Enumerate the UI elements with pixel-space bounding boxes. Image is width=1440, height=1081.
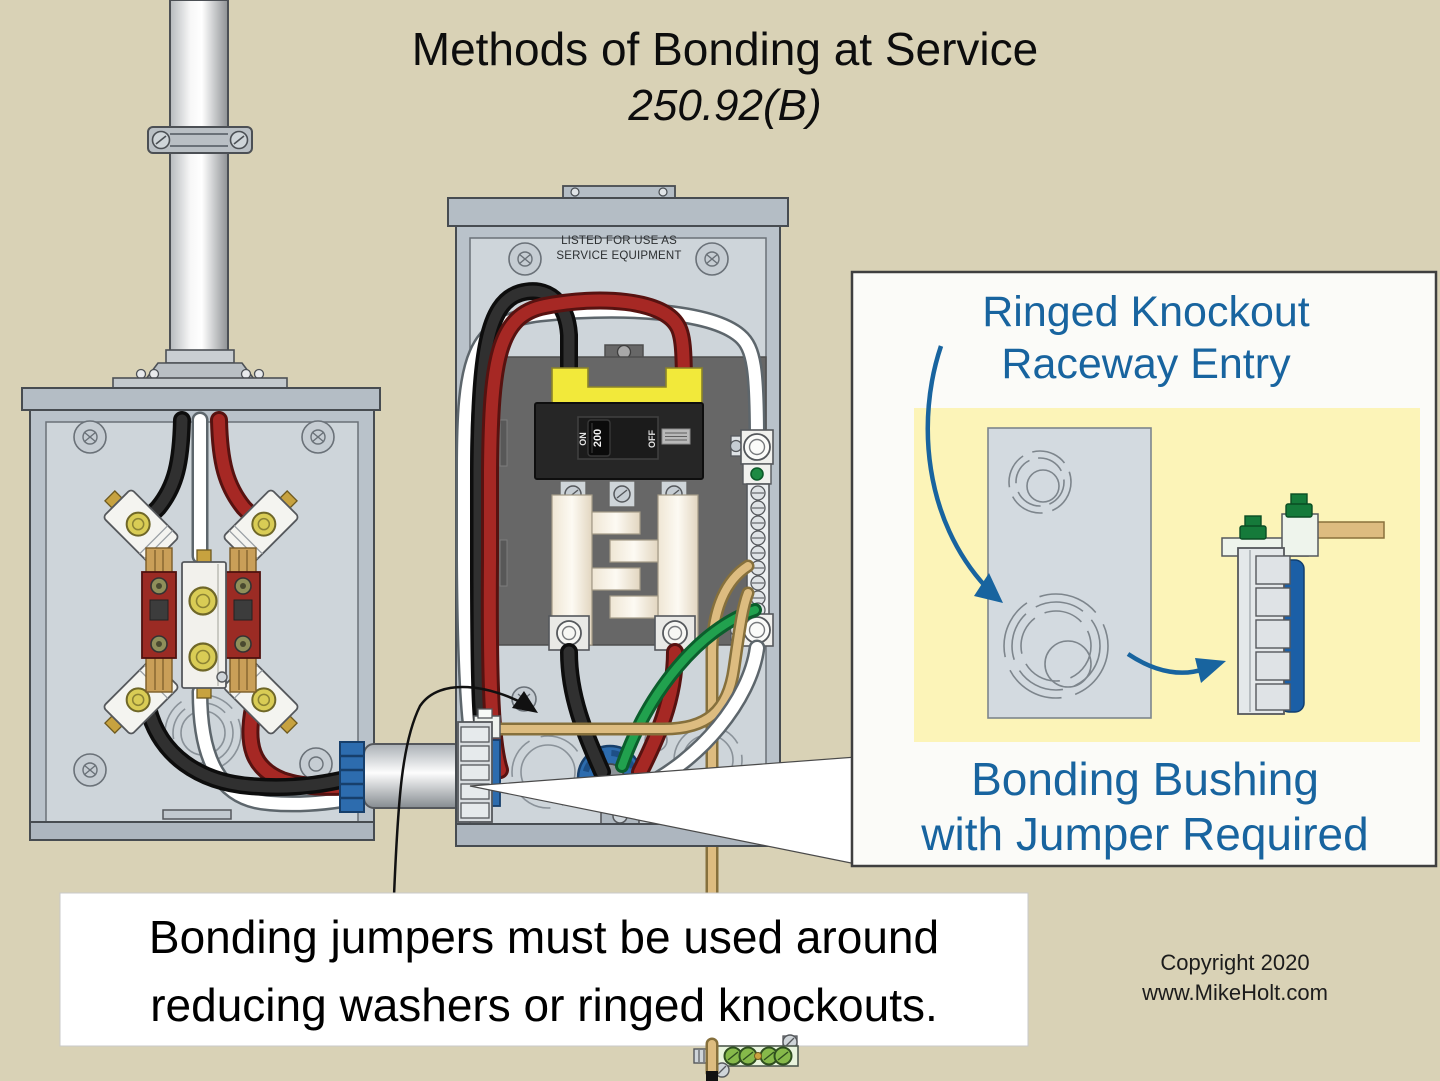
meter-neutral-block bbox=[181, 549, 228, 699]
meter-top-rim bbox=[21, 387, 381, 411]
breaker-handle bbox=[587, 419, 611, 457]
meter-corner-screws bbox=[73, 420, 335, 787]
inset-small-knockout bbox=[1008, 450, 1072, 514]
breaker-on-label: ON bbox=[578, 432, 588, 446]
panel-top-screws bbox=[508, 242, 729, 276]
panel-cap bbox=[447, 197, 789, 227]
breaker-rating-label: 200 bbox=[592, 428, 604, 448]
main-bonding-screw-green bbox=[750, 467, 764, 481]
gec-wire-tip bbox=[706, 1071, 718, 1081]
inset-detail-box bbox=[850, 270, 1438, 868]
inset-caption-line1: Bonding Bushing bbox=[971, 753, 1319, 805]
mast-conduit bbox=[169, 0, 229, 357]
conduit-nipple bbox=[339, 741, 465, 813]
panel-listed-label-line2: SERVICE EQUIPMENT bbox=[556, 249, 682, 262]
diagram-title: Methods of Bonding at Service bbox=[411, 23, 1039, 75]
inset-arrow-to-knockout bbox=[925, 345, 1003, 603]
inset-caption-line2: with Jumper Required bbox=[921, 808, 1369, 860]
copyright-line1: Copyright 2020 bbox=[1160, 950, 1310, 975]
blue-locknut bbox=[339, 741, 365, 813]
meter-red-block-right bbox=[225, 571, 261, 659]
meter-jaw-upper-left bbox=[103, 489, 179, 565]
bonding-bushing bbox=[457, 708, 501, 823]
caption-leader-arrow bbox=[392, 685, 538, 897]
inset-caption: Bonding Bushing with Jumper Required bbox=[862, 752, 1428, 862]
main-caption: Bonding jumpers must be used around redu… bbox=[62, 903, 1026, 1039]
breaker-off-label: OFF bbox=[647, 430, 657, 448]
inset-knockout-plate bbox=[987, 427, 1152, 719]
diagram-code-reference: 250.92(B) bbox=[628, 81, 822, 130]
meter-wiring bbox=[139, 411, 367, 813]
copyright-notice: Copyright 2020 www.MikeHolt.com bbox=[1085, 948, 1385, 1008]
main-caption-line2: reducing washers or ringed knockouts. bbox=[150, 979, 938, 1031]
inset-large-knockout bbox=[1003, 593, 1109, 699]
caption-box bbox=[59, 892, 1029, 1047]
meter-bottom-slot bbox=[162, 809, 232, 820]
panel-listed-label: LISTED FOR USE AS SERVICE EQUIPMENT bbox=[538, 234, 700, 263]
main-caption-line1: Bonding jumpers must be used around bbox=[148, 911, 940, 963]
breaker-spec-label bbox=[661, 428, 691, 445]
meter-enclosure bbox=[21, 387, 381, 841]
mast-strap-clamp bbox=[147, 126, 253, 154]
inset-title: Ringed Knockout Raceway Entry bbox=[872, 286, 1420, 390]
inset-bonding-bushing-graphic bbox=[1221, 493, 1385, 715]
meter-red-block-left bbox=[141, 571, 177, 659]
panel-listed-label-line1: LISTED FOR USE AS bbox=[561, 235, 677, 247]
service-mast bbox=[112, 0, 288, 391]
mast-hub bbox=[112, 349, 288, 391]
inset-arrow-to-bushing bbox=[1126, 652, 1226, 683]
copyright-line2: www.MikeHolt.com bbox=[1142, 980, 1328, 1005]
intersystem-ground-bar bbox=[693, 1034, 799, 1081]
inset-title-line2: Raceway Entry bbox=[1001, 340, 1291, 388]
main-breaker bbox=[534, 402, 704, 480]
service-panel bbox=[447, 185, 789, 1079]
meter-bottom-rim bbox=[29, 821, 375, 841]
inset-title-line1: Ringed Knockout bbox=[982, 288, 1310, 336]
